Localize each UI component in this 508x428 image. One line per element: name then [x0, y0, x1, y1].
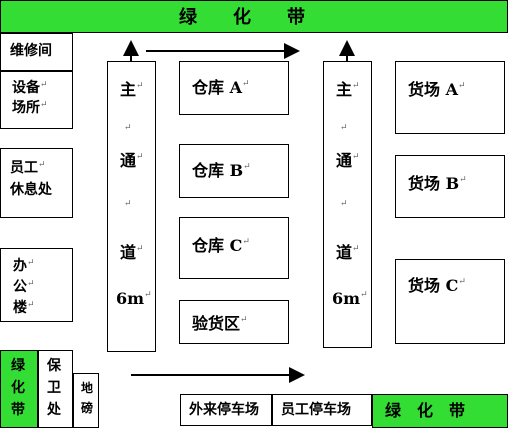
equipment-area: 设备↵ 场所↵: [0, 71, 73, 129]
guard-3: 处: [47, 402, 61, 418]
equipment-label-line1: 设备↵: [12, 80, 48, 96]
staff-parking: 员工停车场: [272, 394, 372, 426]
office-label-2: 公↵: [13, 279, 35, 295]
top-green-belt: 绿 化 带: [0, 0, 508, 33]
inspection-area: 验货区↵: [179, 300, 289, 344]
green-small-3: 带: [11, 402, 25, 418]
external-parking-label: 外来停车场: [189, 402, 259, 418]
road-left-char-3: 道↵: [120, 243, 144, 262]
road-left-char-1: 主↵: [120, 80, 144, 99]
road-right-mark-2: ↵: [340, 199, 348, 209]
green-small-2: 化: [11, 380, 25, 396]
scale-2: 磅: [81, 401, 94, 415]
guard-2: 卫: [47, 380, 61, 396]
guard-1: 保: [47, 358, 61, 374]
bottom-green-belt-label: 绿 化 带: [385, 401, 466, 420]
main-road-right: 主↵ ↵ 通↵ ↵ 道↵ 6m↵: [323, 61, 372, 348]
scale-1: 地: [81, 381, 94, 395]
rest-label-line2: 休息处: [10, 182, 52, 198]
office-building: 办↵ 公↵ 楼↵: [0, 248, 73, 322]
yard-b: 货场 B↵: [395, 155, 505, 218]
warehouse-a: 仓库 A↵: [179, 61, 289, 115]
green-belt-small: 绿 化 带: [0, 350, 38, 428]
staff-rest-area: 员工↵ 休息处: [0, 148, 73, 218]
road-left-mark-2: ↵: [124, 199, 132, 209]
road-left-mark-1: ↵: [124, 123, 132, 133]
road-right-char-3: 道↵: [336, 243, 360, 262]
yard-a-label: 货场 A↵: [408, 80, 466, 99]
road-right-char-1: 主↵: [336, 80, 360, 99]
yard-c-label: 货场 C↵: [408, 276, 466, 295]
warehouse-c: 仓库 C↵: [179, 217, 289, 279]
repair-room: 维修间: [0, 33, 73, 71]
yard-b-label: 货场 B↵: [408, 174, 467, 193]
repair-room-label: 维修间: [10, 43, 52, 59]
warehouse-a-label: 仓库 A↵: [192, 78, 250, 97]
weighbridge: 地 磅: [73, 373, 99, 428]
inspection-label: 验货区↵: [192, 314, 248, 333]
office-label-1: 办↵: [13, 258, 35, 274]
road-left-char-4: 6m↵: [116, 289, 152, 308]
warehouse-b: 仓库 B↵: [179, 144, 289, 198]
main-road-left: 主↵ ↵ 通↵ ↵ 道↵ 6m↵: [107, 61, 156, 352]
top-green-belt-label: 绿 化 带: [179, 7, 305, 28]
green-small-1: 绿: [11, 358, 25, 374]
staff-parking-label: 员工停车场: [281, 402, 351, 418]
rest-label-line1: 员工↵: [10, 160, 46, 176]
road-right-char-4: 6m↵: [332, 289, 368, 308]
external-parking: 外来停车场: [180, 394, 272, 426]
office-label-3: 楼↵: [13, 300, 35, 316]
security-office: 保 卫 处: [38, 350, 73, 428]
road-right-mark-1: ↵: [340, 123, 348, 133]
warehouse-c-label: 仓库 C↵: [192, 236, 250, 255]
warehouse-b-label: 仓库 B↵: [192, 161, 251, 180]
road-left-char-2: 通↵: [120, 151, 144, 170]
yard-a: 货场 A↵: [395, 61, 505, 134]
yard-c: 货场 C↵: [395, 259, 505, 344]
road-right-char-2: 通↵: [336, 151, 360, 170]
bottom-green-belt: 绿 化 带: [372, 394, 508, 428]
equipment-label-line2: 场所↵: [12, 100, 48, 116]
